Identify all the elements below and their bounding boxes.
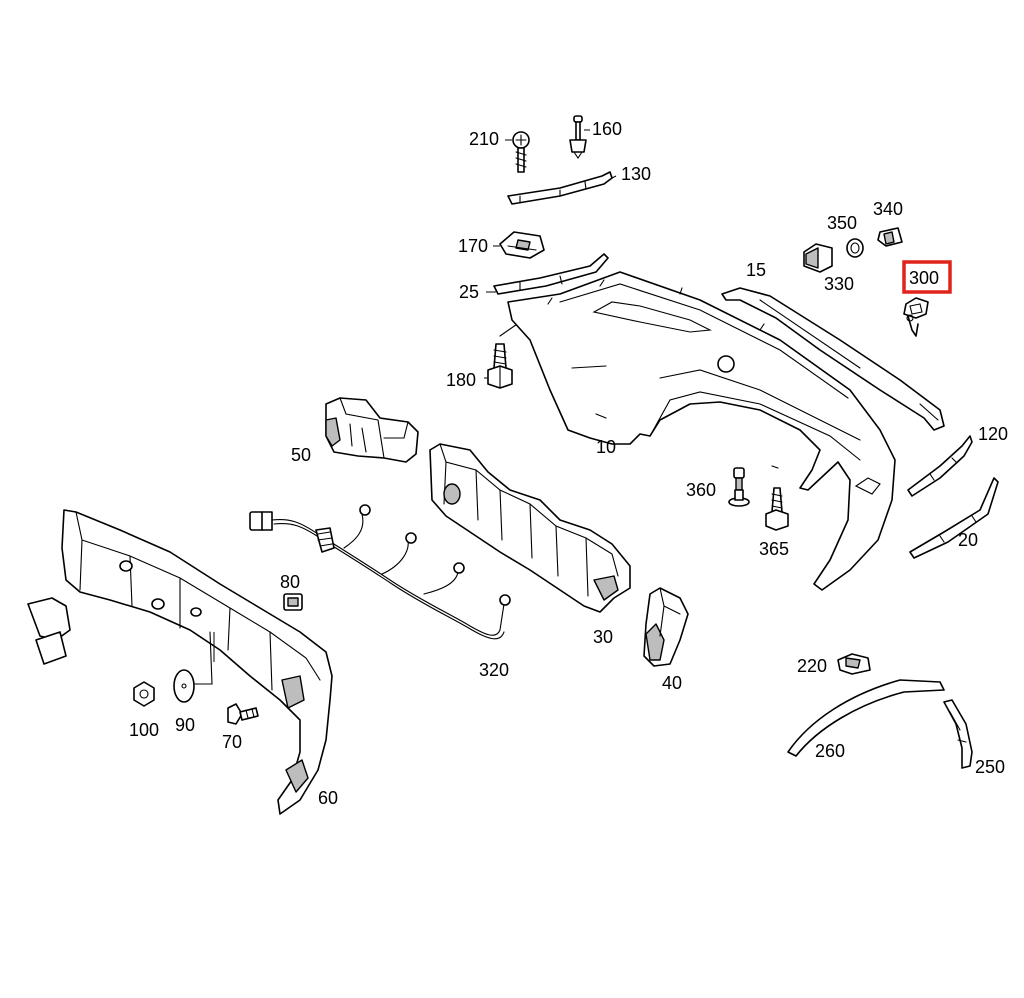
label-80[interactable]: 80 xyxy=(280,572,300,592)
label-30[interactable]: 30 xyxy=(593,627,613,647)
label-100[interactable]: 100 xyxy=(129,720,159,740)
part-10-bumper-cover[interactable] xyxy=(507,271,896,591)
label-25[interactable]: 25 xyxy=(459,282,479,302)
label-60[interactable]: 60 xyxy=(318,788,338,808)
part-180-bolt[interactable] xyxy=(487,321,521,389)
label-170[interactable]: 170 xyxy=(458,236,488,256)
part-260-arch-trim[interactable] xyxy=(787,679,945,757)
part-250-trim[interactable] xyxy=(943,699,973,769)
label-50[interactable]: 50 xyxy=(291,445,311,465)
highlight-box-300 xyxy=(902,260,952,294)
part-60-carrier[interactable] xyxy=(27,509,333,815)
label-360[interactable]: 360 xyxy=(686,480,716,500)
part-340-cap[interactable] xyxy=(877,227,903,247)
label-330[interactable]: 330 xyxy=(824,274,854,294)
part-320-harness[interactable] xyxy=(249,504,511,640)
part-80-clip[interactable] xyxy=(283,593,303,611)
label-260[interactable]: 260 xyxy=(815,741,845,761)
label-20[interactable]: 20 xyxy=(958,530,978,550)
label-120[interactable]: 120 xyxy=(978,424,1008,444)
label-350[interactable]: 350 xyxy=(827,213,857,233)
label-40[interactable]: 40 xyxy=(662,673,682,693)
label-10[interactable]: 10 xyxy=(596,437,616,457)
part-50-absorber[interactable] xyxy=(325,397,419,463)
label-130[interactable]: 130 xyxy=(621,164,651,184)
part-130-strip[interactable] xyxy=(507,171,613,205)
part-170-bracket[interactable] xyxy=(499,231,545,259)
label-180[interactable]: 180 xyxy=(446,370,476,390)
label-250[interactable]: 250 xyxy=(975,757,1005,777)
label-210[interactable]: 210 xyxy=(469,129,499,149)
part-90-washer[interactable] xyxy=(173,669,195,703)
part-30-absorber[interactable] xyxy=(429,443,631,613)
part-350-ring[interactable] xyxy=(846,238,864,258)
label-300[interactable]: 300 xyxy=(909,268,939,288)
part-360-clip[interactable] xyxy=(728,467,750,507)
label-15[interactable]: 15 xyxy=(746,260,766,280)
label-340[interactable]: 340 xyxy=(873,199,903,219)
part-300-clip[interactable] xyxy=(903,297,929,337)
part-25-strip[interactable] xyxy=(493,253,609,295)
part-365-screw[interactable] xyxy=(765,487,789,531)
part-160-clip[interactable] xyxy=(569,115,587,159)
label-320[interactable]: 320 xyxy=(479,660,509,680)
part-220-clip[interactable] xyxy=(837,653,871,675)
label-220[interactable]: 220 xyxy=(797,656,827,676)
label-365[interactable]: 365 xyxy=(759,539,789,559)
part-20-strip[interactable] xyxy=(909,477,999,559)
part-15-strip[interactable] xyxy=(721,287,945,431)
label-160[interactable]: 160 xyxy=(592,119,622,139)
part-40-bracket[interactable] xyxy=(643,587,689,667)
part-120-strip[interactable] xyxy=(907,435,973,497)
part-labels: 210 160 130 170 25 180 10 15 350 340 330… xyxy=(129,119,1008,808)
part-330-sensor-holder[interactable] xyxy=(803,243,833,273)
label-90[interactable]: 90 xyxy=(175,715,195,735)
leader-lines xyxy=(213,129,617,662)
part-70-bolt[interactable] xyxy=(227,703,259,725)
part-210-screw[interactable] xyxy=(512,131,530,173)
part-100-nut[interactable] xyxy=(133,681,155,707)
label-70[interactable]: 70 xyxy=(222,732,242,752)
